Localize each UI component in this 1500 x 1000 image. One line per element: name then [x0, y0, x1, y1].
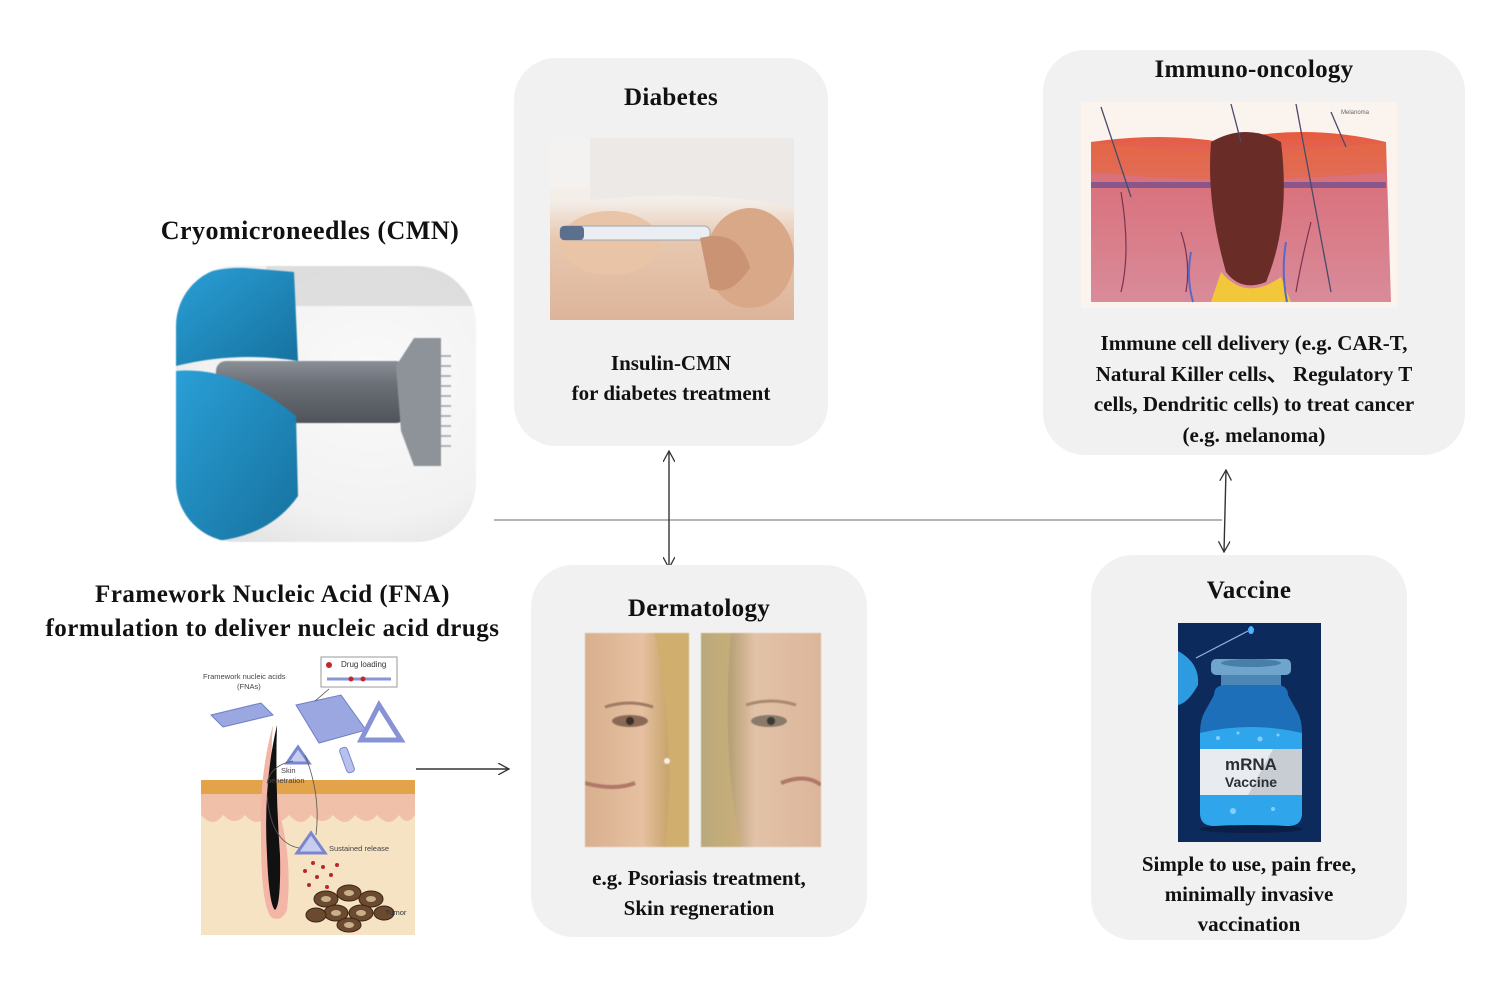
diabetes-title: Diabetes	[623, 84, 719, 111]
dermatology-title: Dermatology	[627, 595, 771, 622]
fna-sheet-small	[210, 702, 274, 728]
dermatology-desc-line1: e.g. Psoriasis treatment,	[592, 866, 806, 890]
immuno-oncology-card: Immuno-oncology	[1043, 50, 1465, 455]
vaccine-vial-illustration: mRNA Vaccine	[1178, 626, 1303, 833]
mrna-vaccine-image: mRNA Vaccine	[1178, 623, 1321, 842]
sustained-release-label: Sustained release	[329, 844, 389, 853]
melanoma-lesion	[1210, 132, 1284, 286]
stratum-corneum	[201, 780, 415, 794]
melanoma-cross-section: Melanoma	[1091, 103, 1391, 303]
fna-title-line1: Framework Nucleic Acid (FNA)	[95, 581, 450, 608]
fnas-label-line1: Framework nucleic acids	[203, 672, 286, 681]
melanoma-label: Melanoma	[1341, 110, 1370, 116]
immuno-oncology-description: Immune cell delivery (e.g. CAR-T, Natura…	[1043, 328, 1465, 450]
face-before-illustration	[585, 633, 689, 847]
diabetes-card: Diabetes Insulin-CMN for diabetes treatm…	[514, 58, 828, 446]
epidermis	[201, 794, 415, 822]
vaccine-title: Vaccine	[1206, 577, 1292, 604]
hair-shaft	[266, 725, 281, 910]
immuno-desc-line3: cells, Dendritic cells) to treat cancer	[1093, 392, 1415, 416]
dermatology-description: e.g. Psoriasis treatment, Skin regnerati…	[531, 863, 867, 923]
vaccine-card: Vaccine mRNA Vaccine Simple to use, pain…	[1091, 555, 1407, 940]
face-after-illustration	[701, 633, 821, 847]
vial-label-line2: Vaccine	[1225, 774, 1277, 790]
drug-loading-box	[320, 656, 398, 688]
fnas-label-line2: (FNAs)	[237, 682, 261, 691]
face-after-image	[701, 633, 821, 847]
immuno-desc-line2: Natural Killer cells、 Regulatory T	[1095, 361, 1413, 386]
insulin-pen-illustration	[550, 138, 794, 308]
vaccine-description: Simple to use, pain free, minimally inva…	[1091, 849, 1407, 939]
fna-sheet-large	[295, 694, 367, 744]
skin-penetration-label-line1: Skin	[281, 766, 296, 775]
needle-array	[441, 355, 451, 447]
fna-rod	[339, 746, 355, 774]
vaccine-desc-line3: vaccination	[1197, 912, 1301, 936]
fna-delivery-figure: Drug loading Framework nucleic acids (FN…	[201, 655, 415, 935]
diabetes-description: Insulin-CMN for diabetes treatment	[514, 348, 828, 408]
syringe-tip	[1178, 651, 1199, 705]
fna-skin-illustration: Drug loading Framework nucleic acids (FN…	[201, 656, 415, 935]
immuno-vaccine-arrow	[1224, 470, 1226, 552]
fna-triangle-release	[294, 830, 328, 855]
glove-upper	[176, 267, 298, 366]
diabetes-desc-line1: Insulin-CMN	[610, 351, 732, 375]
dermatology-desc-line2: Skin regneration	[623, 896, 775, 920]
glove-lower	[176, 370, 298, 542]
immuno-desc-line4: (e.g. melanoma)	[1182, 422, 1326, 447]
released-drug-dots	[303, 861, 339, 889]
cmn-title: Cryomicroneedles (CMN)	[160, 216, 460, 245]
immuno-desc-line1: Immune cell delivery (e.g. CAR-T,	[1100, 331, 1408, 355]
vaccine-desc-line2: minimally invasive	[1164, 882, 1334, 906]
immuno-oncology-title: Immuno-oncology	[1154, 56, 1354, 83]
drug-loading-label: Drug loading	[341, 660, 386, 669]
dermatology-card: Dermatology e.g. Psoriasis treatment, Sk…	[531, 565, 867, 937]
skin-penetration-label-line2: penetration	[267, 776, 305, 785]
vaccine-desc-line1: Simple to use, pain free,	[1141, 852, 1357, 876]
fna-triangle-small	[284, 744, 312, 765]
cmn-patch-head	[396, 338, 441, 466]
diabetes-desc-line2: for diabetes treatment	[571, 381, 771, 405]
insulin-injection-image	[550, 138, 794, 320]
microneedle-illustration	[176, 266, 476, 542]
tumor-label: Tumor	[385, 908, 407, 917]
vial-label-line1: mRNA	[1225, 755, 1277, 774]
cmn-device-image	[176, 266, 476, 542]
fna-title: Framework Nucleic Acid (FNA) formulation…	[10, 578, 535, 646]
face-before-image	[585, 633, 689, 847]
fna-title-line2: formulation to deliver nucleic acid drug…	[45, 615, 500, 642]
fna-triangle-large	[356, 699, 406, 743]
melanoma-skin-image: Melanoma	[1081, 102, 1397, 308]
